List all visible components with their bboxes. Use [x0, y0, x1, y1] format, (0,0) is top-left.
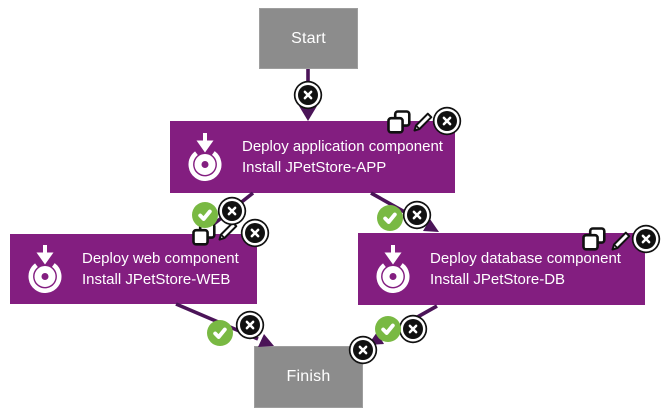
deploy-target-icon: [21, 245, 69, 293]
deploy-target-icon: [181, 133, 229, 181]
circled-x-icon[interactable]: [403, 319, 423, 339]
activity-db-title: Deploy database component: [430, 250, 621, 267]
pencil-icon[interactable]: [609, 229, 633, 253]
activity-node-app[interactable]: Deploy application component Install JPe…: [170, 121, 455, 193]
check-icon[interactable]: [377, 205, 403, 231]
pencil-icon[interactable]: [411, 110, 435, 134]
check-icon[interactable]: [207, 320, 233, 346]
circled-x-icon[interactable]: [245, 223, 265, 243]
activity-web-text: Deploy web component Install JPetStore-W…: [82, 248, 239, 290]
activity-db-subtitle: Install JPetStore-DB: [430, 271, 566, 288]
check-icon[interactable]: [192, 202, 218, 228]
circled-x-icon[interactable]: [353, 340, 373, 360]
copy-icon[interactable]: [386, 109, 412, 135]
circled-x-icon[interactable]: [298, 85, 318, 105]
check-icon[interactable]: [375, 316, 401, 342]
finish-node[interactable]: Finish: [254, 346, 363, 408]
deploy-target-icon: [369, 245, 417, 293]
activity-app-subtitle: Install JPetStore-APP: [242, 159, 387, 176]
activity-node-db[interactable]: Deploy database component Install JPetSt…: [358, 233, 645, 305]
start-node-label: Start: [291, 29, 326, 47]
circled-x-icon[interactable]: [437, 111, 457, 131]
activity-web-title: Deploy web component: [82, 250, 239, 267]
activity-node-web[interactable]: Deploy web component Install JPetStore-W…: [10, 234, 257, 304]
copy-icon[interactable]: [581, 226, 607, 252]
activity-app-title: Deploy application component: [242, 138, 443, 155]
circled-x-icon[interactable]: [222, 201, 242, 221]
start-node[interactable]: Start: [259, 8, 358, 69]
circled-x-icon[interactable]: [407, 205, 427, 225]
finish-node-label: Finish: [286, 368, 331, 385]
circled-x-icon[interactable]: [636, 229, 656, 249]
activity-app-text: Deploy application component Install JPe…: [242, 136, 443, 178]
activity-db-text: Deploy database component Install JPetSt…: [430, 248, 621, 290]
circled-x-icon[interactable]: [240, 315, 260, 335]
pencil-icon[interactable]: [216, 219, 240, 243]
activity-web-subtitle: Install JPetStore-WEB: [82, 271, 231, 288]
